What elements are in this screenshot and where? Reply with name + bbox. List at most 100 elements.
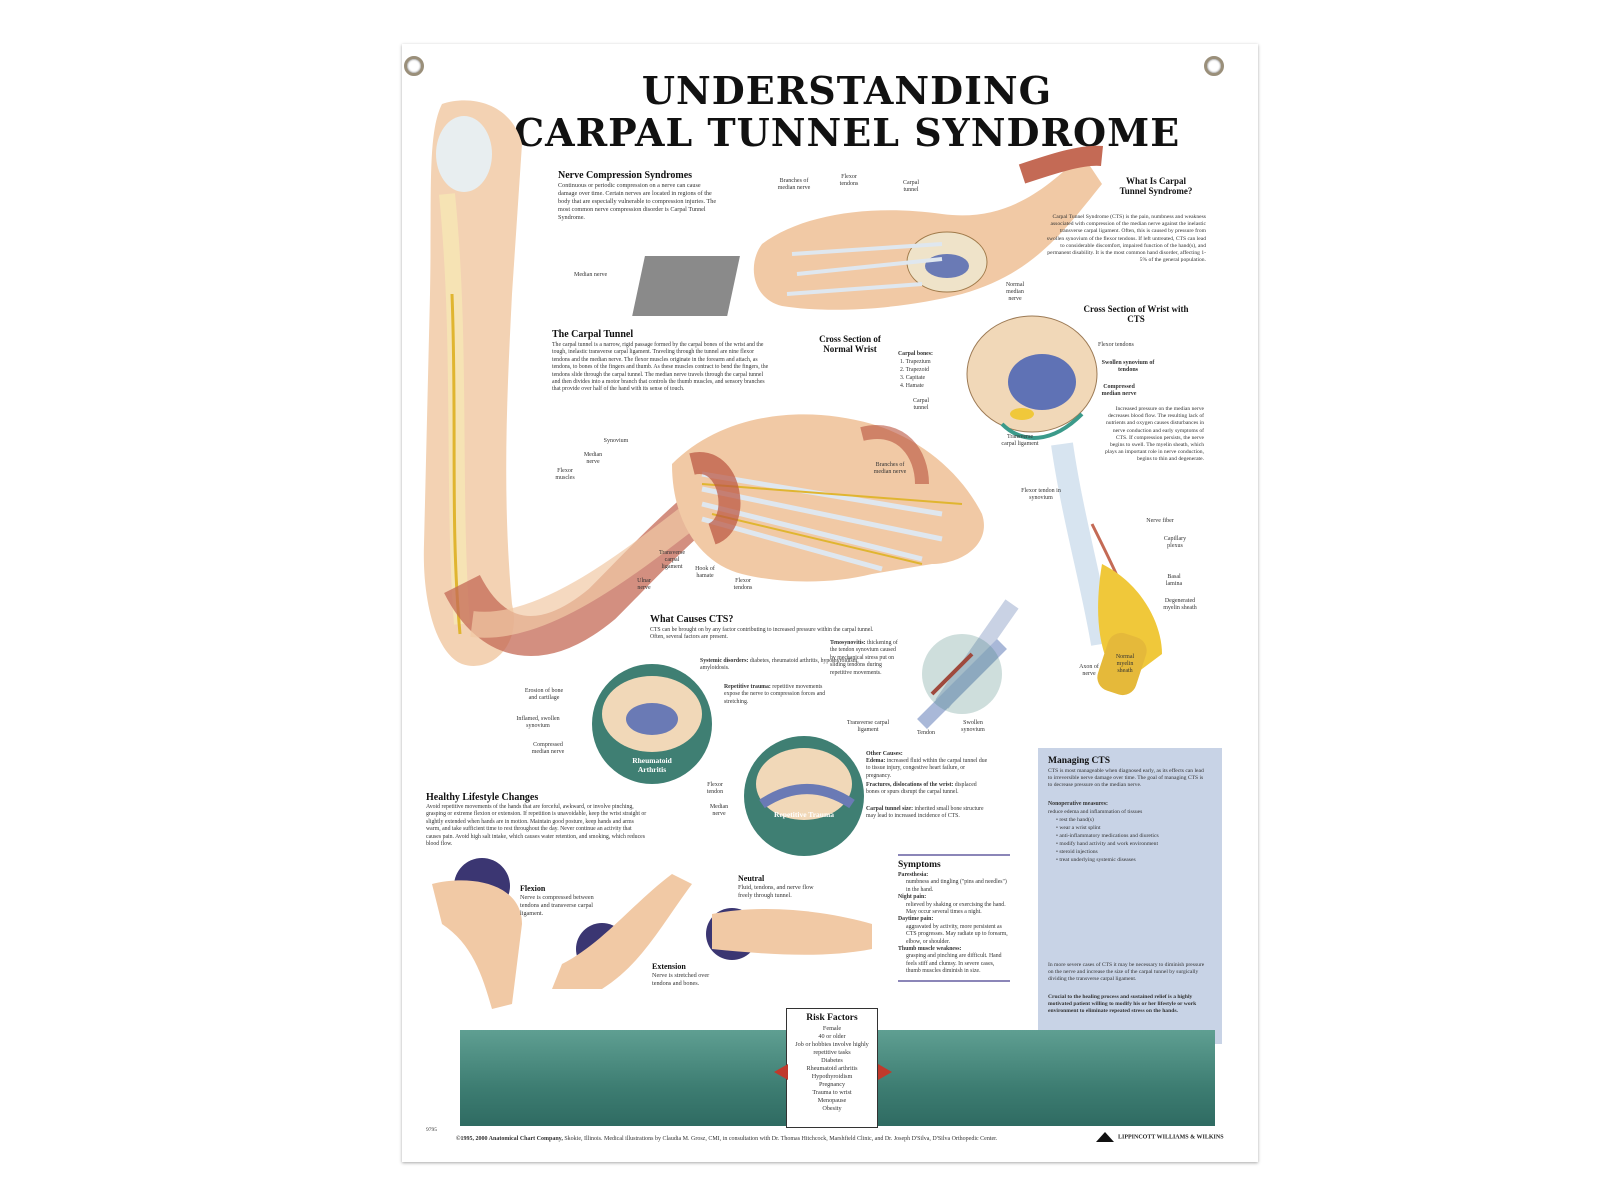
product-code: 9795 — [426, 1127, 437, 1133]
label-flexor-tendon-in-synovium: Flexor tendon in synovium — [1021, 488, 1061, 501]
managing-panel: Managing CTS CTS is most manageable when… — [1038, 748, 1222, 1044]
measure-5: • steroid injections — [1056, 849, 1098, 855]
symptom-title-4: Thumb muscle weakness: — [898, 946, 962, 953]
label-carpal-tunnel-top: Carpal tunnel — [903, 180, 919, 193]
causes-intro: CTS can be brought on by any factor cont… — [650, 627, 874, 641]
label-compressed-median-ra: Compressed median nerve — [531, 742, 565, 755]
symptom-item-1: Paresthesia:numbness and tingling ("pins… — [898, 872, 1010, 894]
label-median-nerve-hand: Median nerve — [583, 452, 603, 465]
label-capillary-plexus: Capillary plexus — [1163, 536, 1187, 549]
title-line-2: CARPAL TUNNEL SYNDROME — [513, 110, 1181, 155]
carpal-bones-title: Carpal bones: — [898, 351, 933, 357]
label-erosion: Erosion of bone and cartilage — [524, 688, 564, 701]
cts-pressure-text: Increased pressure on the median nerve d… — [1105, 406, 1204, 463]
label-swollen-synovium-2: Swollen synovium — [961, 720, 985, 733]
label-hook-of-hamate: Hook of hamate — [695, 566, 715, 579]
teno-title: Tenosynovitis: — [830, 640, 866, 646]
teno-body: thickening of the tendon synovium caused… — [830, 640, 898, 676]
nerve-fiber-illustration — [1097, 564, 1162, 696]
copyright-rest: Skokie, Illinois. Medical illustrations … — [564, 1136, 998, 1142]
carpal-bone-3: 3. Capitate — [900, 375, 926, 381]
label-flexor-muscles: Flexor muscles — [555, 468, 575, 481]
risk-item-8: Trauma to wrist — [812, 1089, 852, 1096]
label-transverse-ligament-tendon: Transverse carpal ligament — [846, 720, 890, 733]
carpal-tunnel-heading: The Carpal Tunnel — [552, 329, 634, 340]
extension-heading: Extension — [652, 962, 686, 971]
measure-5-text: steroid injections — [1059, 849, 1098, 855]
fract-title: Fractures, dislocations of the wrist: — [866, 782, 954, 788]
risk-item-5: Rheumatoid arthritis — [806, 1065, 858, 1072]
cross-section-normal-heading: Cross Section of Normal Wrist — [819, 334, 881, 354]
symptom-body-4: grasping and pinching are difficult. Han… — [906, 953, 1002, 975]
label-ulnar-nerve: Ulnar nerve — [637, 578, 651, 591]
label-inflamed-synovium: Inflamed, swollen synovium — [516, 716, 560, 729]
causes-heading: What Causes CTS? — [650, 614, 734, 625]
typing-hand-illustration — [632, 145, 1103, 316]
label-basal-lamina: Basal lamina — [1165, 574, 1183, 587]
publisher-logo-icon — [1096, 1132, 1114, 1142]
repetitive-trauma-cause: Repetitive trauma: repetitive movements … — [724, 684, 828, 706]
label-median-nerve-rt: Median nerve — [709, 804, 729, 817]
risk-item-2: 40 or older — [818, 1033, 846, 1040]
symptom-item-3: Daytime pain:aggravated by activity, mor… — [898, 916, 1010, 946]
fract-body: displaced bones or spurs disrupt the car… — [866, 782, 977, 796]
systemic-disorders: Systemic disorders: diabetes, rheumatoid… — [700, 658, 860, 673]
hand-illustration — [672, 414, 984, 582]
other-fractures: Fractures, dislocations of the wrist: di… — [866, 782, 990, 797]
anatomy-poster: UNDERSTANDING CARPAL TUNNEL SYNDROME — [402, 44, 1258, 1162]
what-is-body: Carpal Tunnel Syndrome (CTS) is the pain… — [1046, 214, 1206, 264]
risk-item-9: Menopause — [817, 1097, 847, 1104]
label-transverse-ligament-hand: Transverse carpal ligament — [658, 550, 686, 570]
flexion-heading: Flexion — [520, 884, 546, 893]
size-body: inherited small bone structure may lead … — [866, 806, 984, 820]
lifestyle-body: Avoid repetitive movements of the hands … — [426, 804, 647, 848]
symptom-title-2: Night pain: — [898, 894, 927, 901]
rep-title: Repetitive trauma: — [724, 684, 771, 690]
systemic-title: Systemic disorders: — [700, 658, 749, 664]
measure-1: • rest the hand(s) — [1056, 817, 1094, 823]
lifestyle-heading: Healthy Lifestyle Changes — [426, 792, 539, 803]
label-normal-median-nerve: Normal median nerve — [1005, 282, 1025, 302]
measure-3: • anti-inflammatory medications and diur… — [1056, 833, 1159, 839]
publisher-name: LIPPINCOTT WILLIAMS & WILKINS — [1118, 1134, 1224, 1141]
label-swollen-synovium: Swollen synovium of tendons — [1101, 360, 1155, 373]
label-flexor-tendon-rt: Flexor tendon — [706, 782, 724, 795]
risk-item-3: Job or hobbies involve highly repetitive… — [795, 1041, 869, 1056]
label-flexor-tendons-top: Flexor tendons — [839, 174, 859, 187]
nerve-compression-body: Continuous or periodic compression on a … — [558, 182, 717, 221]
risk-heading: Risk Factors — [806, 1013, 858, 1023]
label-transverse-ligament-cts: Transverse carpal ligament — [1001, 434, 1039, 447]
other-causes-title: Other Causes: — [866, 751, 903, 757]
managing-crucial: Crucial to the healing process and susta… — [1048, 994, 1197, 1015]
label-flexor-tendons-cts: Flexor tendons — [1098, 342, 1134, 348]
tendon-illustration — [917, 599, 1019, 729]
risk-item-7: Pregnancy — [818, 1081, 846, 1088]
label-tendon: Tendon — [917, 730, 935, 736]
rep-body: repetitive movements expose the nerve to… — [724, 684, 826, 705]
label-axon-of-nerve: Axon of nerve — [1079, 664, 1099, 677]
label-rheumatoid-arthritis: Rheumatoid Arthritis — [632, 756, 672, 774]
publisher-logo: LIPPINCOTT WILLIAMS & WILKINS — [1096, 1132, 1224, 1142]
rt-circle-illustration — [744, 736, 864, 856]
other-edema: Edema: increased fluid within the carpal… — [866, 758, 990, 780]
measure-6: • treat underlying systemic diseases — [1056, 857, 1136, 863]
grommet-right-icon — [1204, 56, 1224, 76]
carpal-tunnel-body: The carpal tunnel is a narrow, rigid pas… — [552, 342, 769, 393]
nonop-title: Nonoperative measures: — [1048, 801, 1108, 807]
measure-1-text: rest the hand(s) — [1059, 817, 1094, 823]
measure-3-text: anti-inflammatory medications and diuret… — [1059, 833, 1159, 839]
poster-title: UNDERSTANDING CARPAL TUNNEL SYNDROME — [462, 70, 1232, 154]
label-repetitive-trauma: Repetitive Trauma — [774, 810, 834, 819]
risk-factors-box: Risk Factors Female 40 or older Job or h… — [786, 1008, 878, 1128]
symptoms-panel: Symptoms Paresthesia:numbness and tingli… — [898, 854, 1010, 982]
risk-item-1: Female — [822, 1025, 842, 1032]
lifestyle-hands-illustration — [432, 858, 872, 1009]
systemic-body: diabetes, rheumatoid arthritis, hypothyr… — [700, 658, 859, 672]
neutral-body: Fluid, tendons, and nerve flow freely th… — [738, 884, 814, 899]
nerve-compression-heading: Nerve Compression Syndromes — [558, 170, 693, 181]
what-is-heading: What Is Carpal Tunnel Syndrome? — [1119, 176, 1193, 196]
size-title: Carpal tunnel size: — [866, 806, 914, 812]
footer-copyright: ©1995, 2000 Anatomical Chart Company, Sk… — [456, 1136, 1096, 1142]
carpal-bone-2: 2. Trapezoid — [900, 367, 929, 373]
symptom-body-3: aggravated by activity, more persistent … — [906, 923, 1008, 945]
